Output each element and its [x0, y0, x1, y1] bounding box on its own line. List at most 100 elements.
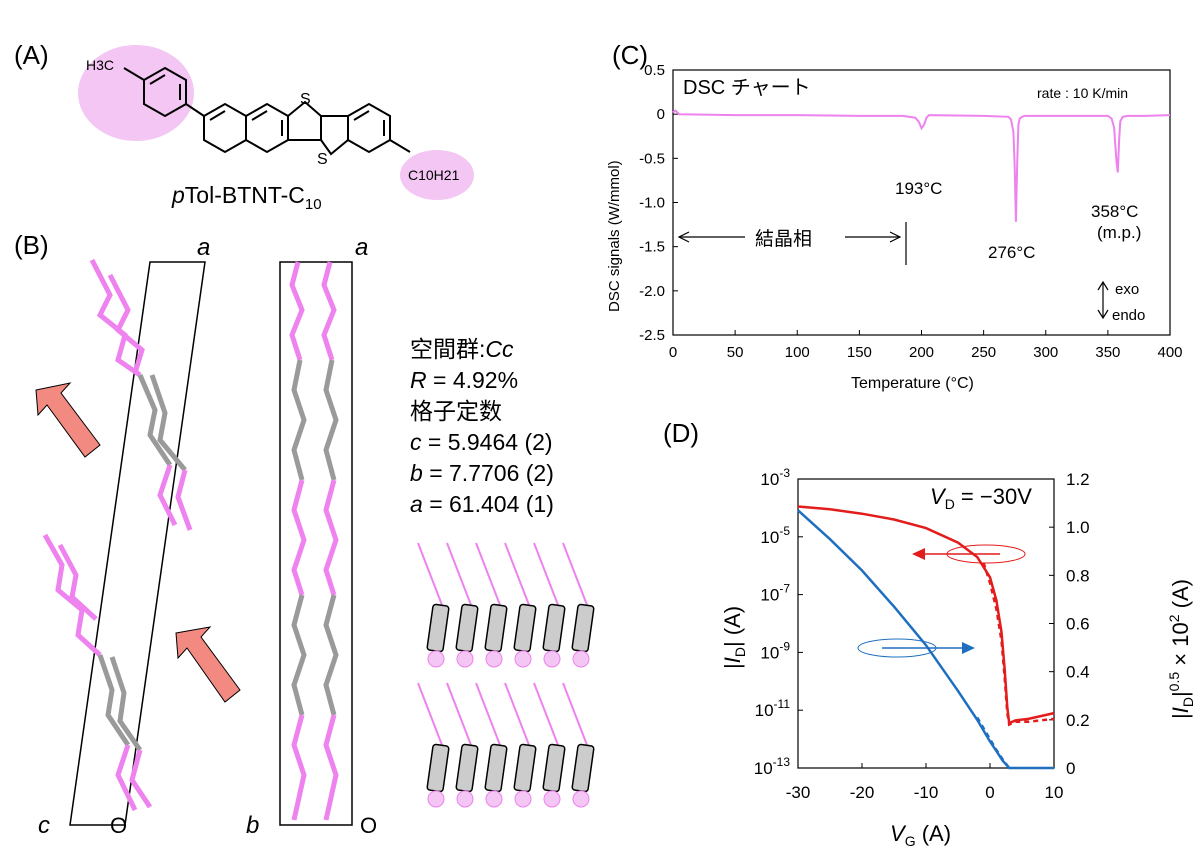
- core-block-1-3: [513, 743, 537, 793]
- core-block-0-5: [571, 603, 595, 653]
- dsc-xtick-label: 100: [785, 344, 810, 361]
- panel-label-a: (A): [14, 40, 49, 70]
- molecule-stack-vertical: [289, 261, 339, 821]
- core-block-1-1: [455, 743, 479, 793]
- tolyl-bead-0-4: [543, 650, 561, 668]
- lattice-b: b = 7.7706 (2): [410, 460, 554, 486]
- tolyl-bead-1-0: [427, 790, 445, 808]
- tolyl-bead-1-2: [485, 790, 503, 808]
- transfer-plot-frame: [797, 478, 1055, 769]
- transfer-xtick-label: -20: [850, 783, 875, 802]
- axis-a-label-1: a: [197, 235, 210, 261]
- transfer-xtick-label: -10: [914, 783, 939, 802]
- lattice-a: a = 61.404 (1): [410, 491, 554, 517]
- dsc-annotation-193: 193°C: [895, 179, 942, 198]
- core-block-0-4: [542, 603, 566, 653]
- transfer-ytick-left-label: 10-11: [755, 697, 791, 720]
- core-block-0-2: [484, 603, 508, 653]
- red-arrow-left-icon: [912, 548, 925, 560]
- transfer-ytick-right-label: 0.4: [1066, 663, 1090, 682]
- exo-label: exo: [1115, 281, 1139, 298]
- panel-label-c: (C): [612, 40, 649, 70]
- transfer-series-3: [976, 716, 1011, 769]
- panel-label-b: (B): [14, 230, 49, 260]
- alkyl-label: C10H21: [408, 167, 460, 183]
- origin-label-1: O: [110, 813, 127, 838]
- dsc-xtick-label: 50: [727, 344, 744, 361]
- tolyl-bead-1-5: [572, 790, 590, 808]
- alkyl-highlight: [400, 150, 474, 200]
- sulfur-top: S: [300, 91, 311, 108]
- transfer-series-0: [797, 505, 1055, 726]
- dsc-ytick-label: 0: [657, 106, 665, 123]
- transfer-xtick-label: -30: [786, 783, 811, 802]
- transfer-xtick-label: 0: [985, 783, 994, 802]
- alkyl-chain-0-3: [504, 542, 530, 606]
- dsc-rate: rate : 10 K/min: [1037, 85, 1128, 101]
- transfer-ytick-left-label: 10-7: [760, 582, 790, 605]
- transfer-ytick-right-label: 0: [1066, 759, 1075, 778]
- transfer-series-1: [982, 562, 1055, 727]
- alkyl-chain-0-5: [562, 542, 588, 606]
- origin-label-2: O: [360, 813, 377, 838]
- core-block-1-0: [426, 743, 450, 793]
- core-block-0-1: [455, 603, 479, 653]
- core-block-0-3: [513, 603, 537, 653]
- transfer-xlabel: VG (A): [890, 821, 951, 849]
- phase-arrow-head-left: [677, 231, 690, 243]
- alkyl-chain-1-3: [504, 682, 530, 746]
- orientation-arrow-lower: [175, 626, 241, 703]
- dsc-ytick-label: 0.5: [644, 62, 665, 79]
- molecule-column-upper: [89, 258, 193, 531]
- tolyl-bead-0-3: [514, 650, 532, 668]
- molecule-structure: H3C S S C10H21 pTol-BTNT-C10: [78, 45, 474, 213]
- tolyl-bead-1-1: [456, 790, 474, 808]
- alkyl-chain-1-5: [562, 682, 588, 746]
- transfer-ytick-left-label: 10-9: [760, 639, 790, 662]
- molecule-name: pTol-BTNT-C10: [171, 182, 322, 213]
- transfer-series-2: [797, 509, 1054, 770]
- tolyl-bead-0-1: [456, 650, 474, 668]
- dsc-ytick-label: -0.5: [639, 150, 665, 167]
- dsc-title: DSC チャート: [683, 77, 811, 99]
- blue-arrow-right-icon: [962, 642, 975, 654]
- crystal-info: 空間群:Cc R = 4.92% 格子定数 c = 5.9464 (2) b =…: [410, 334, 554, 520]
- unit-cell-vertical: [279, 261, 353, 826]
- alkyl-chain-1-4: [533, 682, 559, 746]
- space-group-line: 空間群:Cc: [410, 336, 514, 362]
- phase-label: 結晶相: [755, 228, 812, 250]
- unit-cell-tilted: [69, 261, 206, 826]
- tolyl-bead-0-0: [427, 650, 445, 668]
- sulfur-bottom: S: [317, 151, 328, 168]
- tolyl-bead-0-2: [485, 650, 503, 668]
- dsc-xtick-label: 200: [909, 344, 934, 361]
- alkyl-chain-0-4: [533, 542, 559, 606]
- dsc-ytick-label: -2.0: [639, 283, 665, 300]
- core-block-0-0: [426, 603, 450, 653]
- transfer-ytick-right-label: 0.8: [1066, 566, 1090, 585]
- transfer-ylabel-left: |ID| (A): [720, 606, 748, 669]
- dsc-ytick-label: -1.5: [639, 239, 665, 256]
- axis-a-label-2: a: [355, 235, 368, 261]
- core-block-1-2: [484, 743, 508, 793]
- alkyl-chain-1-2: [475, 682, 501, 746]
- transfer-ytick-left-label: 10-13: [754, 755, 791, 778]
- transfer-title: VD = −30V: [930, 484, 1032, 512]
- packing-schematic: [417, 542, 595, 808]
- transfer-ytick-left-label: 10-5: [760, 524, 790, 547]
- lattice-c: c = 5.9464 (2): [410, 429, 553, 455]
- alkyl-chain-0-0: [417, 542, 443, 606]
- crystal-packing-figure: a c O a b O: [35, 235, 595, 839]
- alkyl-chain-0-2: [475, 542, 501, 606]
- dsc-ylabel: DSC signals (W/mmol): [606, 160, 623, 312]
- transfer-ytick-right-label: 0.6: [1066, 615, 1090, 634]
- dsc-xtick-label: 400: [1157, 344, 1182, 361]
- dsc-xtick-label: 150: [847, 344, 872, 361]
- dsc-annotation-276: 276°C: [988, 243, 1035, 262]
- dsc-curve: [672, 109, 1171, 222]
- dsc-ytick-label: -1.0: [639, 195, 665, 212]
- dsc-xtick-label: 350: [1095, 344, 1120, 361]
- axis-b-label: b: [246, 812, 259, 839]
